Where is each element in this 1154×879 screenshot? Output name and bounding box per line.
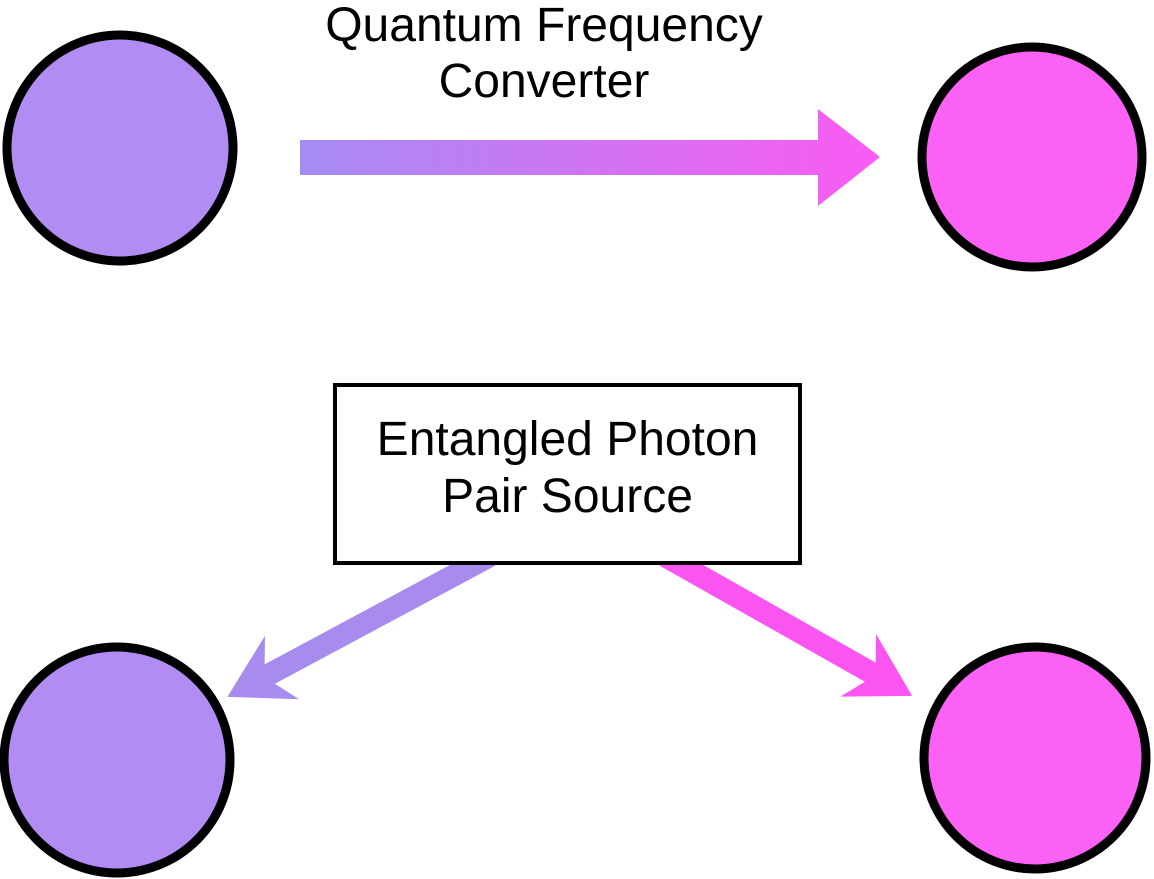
diagram-title-line2: Converter: [438, 55, 650, 108]
source-box-label-line1: Entangled Photon: [376, 413, 759, 466]
emission-arrow-right: [659, 546, 913, 697]
emitted-photon-right-circle: [919, 642, 1151, 874]
converted-photon-circle: [917, 42, 1147, 272]
emission-arrow-left: [227, 546, 496, 700]
emitted-photon-left-circle: [0, 642, 235, 878]
entangled-pair-source-box: Entangled Photon Pair Source: [333, 383, 802, 565]
conversion-arrow: [300, 109, 880, 206]
diagram-title-line1: Quantum Frequency: [325, 0, 763, 52]
input-photon-circle: [2, 30, 238, 266]
diagram-title: Quantum Frequency Converter: [244, 0, 844, 110]
source-box-label-line2: Pair Source: [442, 470, 693, 523]
